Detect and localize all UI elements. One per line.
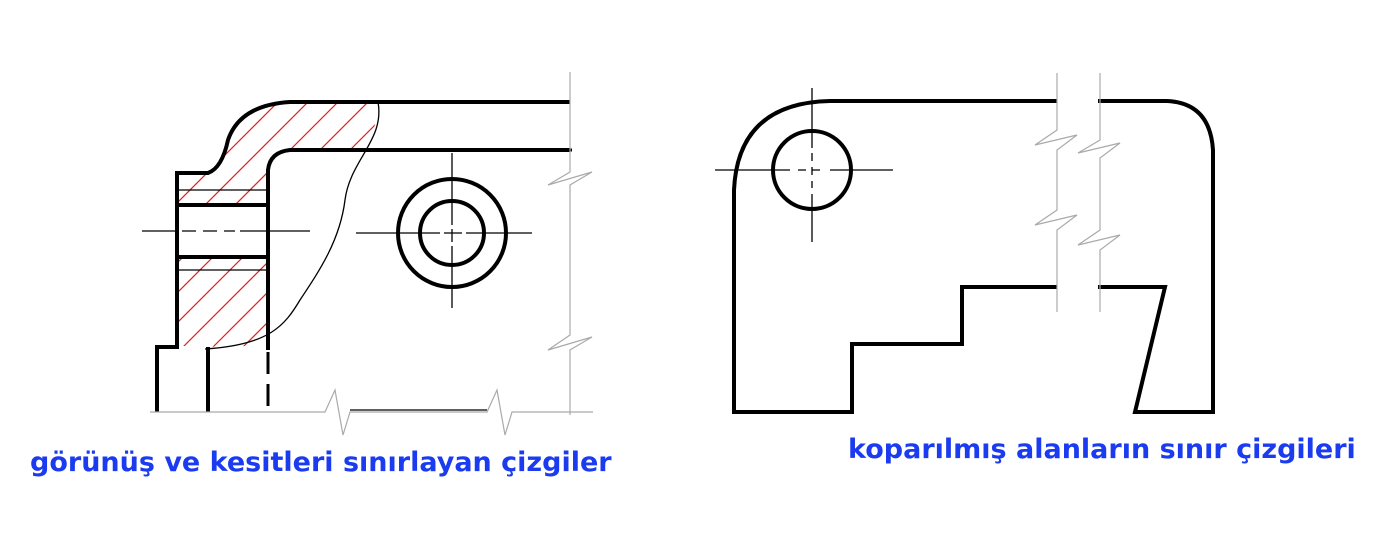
left-hidden-lines bbox=[266, 148, 572, 414]
outer-circle bbox=[396, 177, 508, 289]
left-bottom-break-line bbox=[150, 387, 593, 436]
right-break-lines bbox=[1034, 73, 1121, 312]
left-caption: görünüş ve kesitleri sınırlayan çizgiler bbox=[30, 447, 612, 478]
right-thick-outline bbox=[732, 99, 1215, 414]
right-caption: koparılmış alanların sınır çizgileri bbox=[848, 434, 1356, 465]
inner-hole-circle bbox=[418, 199, 486, 267]
left-thick-outline bbox=[155, 100, 570, 412]
left-break-lines bbox=[547, 72, 593, 415]
right-centerlines bbox=[715, 88, 893, 242]
partial-section-break-line bbox=[204, 101, 380, 350]
bore-thin-lines bbox=[177, 189, 268, 271]
boss-circles bbox=[396, 177, 508, 289]
right-drawing bbox=[715, 73, 1215, 414]
left-drawing bbox=[142, 72, 593, 436]
